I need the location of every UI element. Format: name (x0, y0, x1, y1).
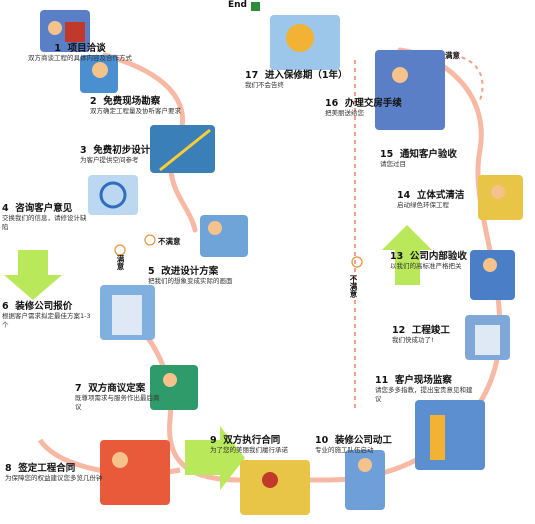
end-label: End (228, 0, 247, 10)
step7-illustration (150, 365, 198, 410)
step17-illustration (270, 15, 340, 70)
smile-icon (114, 244, 126, 256)
step-9: 9 双方执行合同 为了您的美丽我们履行承诺 (210, 435, 288, 454)
step3-illustration (150, 125, 215, 173)
step-5: 5 改进设计方案 把我们的想象变成实际的画面 (148, 266, 233, 285)
step-10: 10 装修公司动工 专业的施工队伍启动 (315, 435, 392, 454)
step-3: 3 免费初步设计 为客户提供空间参考 (80, 145, 151, 164)
step-2: 2 免费现场勘察 双方确定工程量及协听客户要求 (90, 96, 181, 115)
step4-illustration (88, 175, 138, 215)
frown-icon (144, 234, 156, 246)
step10-illustration (345, 450, 385, 510)
green-arrow-up (382, 225, 432, 285)
step5-illustration (200, 215, 248, 257)
step13-illustration (470, 250, 515, 300)
satisfied-tag-1: 满意 (116, 255, 125, 270)
step11-illustration (415, 400, 485, 470)
step-11: 11 客户现场监察 请您多多指教，提出宝贵意见和建议 (375, 375, 473, 403)
step-14: 14 立体式清洁 启动绿色环保工程 (397, 190, 465, 209)
step12-illustration (465, 315, 510, 360)
step9-illustration (240, 460, 310, 515)
step-12: 12 工程竣工 我们快成功了! (392, 325, 450, 344)
step-16: 16 办理交房手续 把美丽送给您 (325, 98, 402, 117)
green-arrow-right (185, 426, 245, 490)
frown-icon (351, 256, 363, 268)
step1-illustration (40, 10, 90, 52)
step-1: 1 项目洽谈 双方商谈工程的具体内容及合作方式 (28, 43, 132, 62)
step-13: 13 公司内部验收 以我们的高标准严格把关 (390, 251, 467, 270)
step-7: 7 双方商议定案 既尊项需求与服务作出最后商议 (75, 383, 160, 411)
step-4: 4 咨询客户意见 交换我们的信息，请修设计缺陷 (2, 203, 87, 231)
step2-illustration (80, 55, 118, 93)
step6-illustration (100, 285, 155, 340)
green-arrow-down (4, 250, 62, 300)
step8-illustration (100, 440, 170, 505)
end-marker (251, 2, 260, 11)
unsatisfied-tag-1: 不满意 (158, 237, 181, 246)
unsatisfied-tag-2: 不满意 (349, 275, 358, 298)
satisfied-tag-2: 满意 (445, 51, 460, 60)
step-17: 17 进入保修期（1年） 我们不会告终 (245, 70, 348, 89)
step14-illustration (478, 175, 523, 220)
step-15: 15 通知客户验收 请您过目 (380, 149, 457, 168)
step-6: 6 装修公司报价 根据客户需求拟定最佳方案1-3个 (2, 301, 91, 329)
step-8: 8 签定工程合同 为保障您的权益建议您多览几份钟 (5, 463, 103, 482)
step16-illustration (375, 50, 445, 130)
